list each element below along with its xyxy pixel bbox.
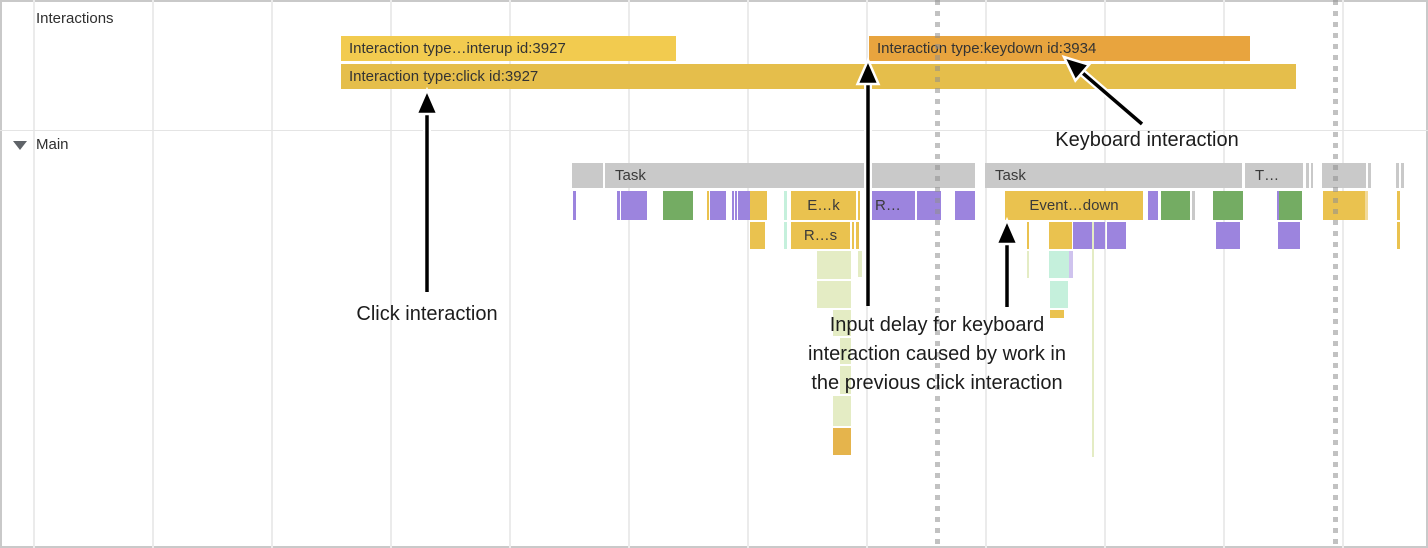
flame-segment[interactable] [1092,222,1094,457]
flame-segment[interactable] [1401,163,1404,188]
interaction-bar[interactable]: Interaction type…interup id:3927 [341,36,676,61]
flame-segment[interactable] [1306,163,1309,188]
flame-segment[interactable] [1073,222,1105,249]
dotted-guide-line [935,0,940,548]
flame-segment[interactable] [621,191,647,220]
flame-segment-label: T… [1255,167,1280,184]
flame-segment[interactable] [817,281,851,308]
flame-segment[interactable] [1192,191,1195,220]
input-delay-annotation: Input delay for keyboard interaction cau… [808,314,1066,394]
flame-segment[interactable] [1161,191,1190,220]
flame-segment[interactable] [833,396,851,426]
flame-segment[interactable] [710,191,726,220]
flame-segment[interactable] [784,222,787,249]
flame-segment[interactable] [1322,163,1366,188]
flame-segment-label: Event…down [1029,197,1119,214]
flame-segment-label: R…s [803,227,838,244]
flame-segment[interactable] [750,222,765,249]
flame-segment[interactable] [858,191,860,220]
flame-segment[interactable] [1069,251,1073,278]
flame-segment[interactable] [784,191,787,220]
flame-segment[interactable] [1365,191,1368,220]
click-interaction-annotation: Click interaction [356,303,498,325]
flame-segment[interactable] [750,191,767,220]
grid-line [1104,0,1106,548]
flame-segment[interactable] [732,191,734,220]
flame-segment[interactable] [1148,191,1158,220]
flame-segment[interactable] [1397,191,1400,220]
flame-segment[interactable] [1050,310,1064,318]
flame-segment[interactable]: Task [605,163,975,188]
flame-segment[interactable] [858,251,862,277]
flame-segment[interactable]: Event…down [1005,191,1143,220]
flame-segment[interactable]: T… [1245,163,1303,188]
arrow [994,216,1020,307]
collapse-triangle-icon[interactable] [13,141,27,150]
flame-segment[interactable] [1049,251,1069,278]
flame-segment[interactable] [817,251,851,279]
grid-line [509,0,511,548]
flame-segment[interactable] [840,338,851,364]
flame-segment[interactable] [1323,191,1365,220]
flame-segment[interactable] [573,191,576,220]
flame-segment[interactable] [1311,163,1313,188]
flame-segment[interactable] [572,163,603,188]
flame-segment[interactable]: R…s [791,222,850,249]
flame-segment[interactable] [1396,163,1399,188]
flame-segment[interactable]: E…k [791,191,856,220]
flame-segment[interactable]: Task [985,163,1242,188]
flame-segment[interactable] [1368,163,1371,188]
flame-segment[interactable] [738,191,750,220]
interaction-bar[interactable]: Interaction type:keydown id:3934 [869,36,1250,61]
dotted-guide-line [1333,0,1338,548]
flame-segment[interactable] [1216,222,1240,249]
grid-line [152,0,154,548]
flame-segment-label: Task [615,167,646,184]
main-track-label[interactable]: Main [36,136,69,153]
grid-line [1223,0,1225,548]
flame-segment[interactable] [840,366,851,394]
flame-segment[interactable] [1027,222,1029,249]
flame-segment[interactable] [833,310,851,336]
flame-segment-label: R… [875,197,901,214]
grid-line [390,0,392,548]
arrow [414,86,440,292]
flame-segment[interactable]: R… [865,191,915,220]
flame-segment[interactable] [735,191,737,220]
keyboard-interaction-annotation: Keyboard interaction [1055,129,1239,151]
flame-segment[interactable] [955,191,975,220]
flame-segment[interactable] [1213,191,1243,220]
flame-segment[interactable] [1050,281,1068,308]
flame-segment[interactable] [1027,251,1029,278]
flame-segment[interactable] [1278,222,1300,249]
grid-line [271,0,273,548]
flame-segment-label: E…k [807,197,840,214]
flame-segment[interactable] [1279,191,1302,220]
interactions-track-label: Interactions [36,10,114,27]
flame-segment[interactable] [1049,222,1072,249]
grid-line [985,0,987,548]
interaction-bar[interactable]: Interaction type:click id:3927 [341,64,1296,89]
flame-segment[interactable] [852,222,854,249]
flame-segment[interactable] [707,191,709,220]
flame-segment[interactable] [1277,191,1279,220]
grid-line [1342,0,1344,548]
flame-segment[interactable] [663,191,693,220]
grid-line [747,0,749,548]
flame-segment[interactable] [833,428,851,455]
track-divider [0,130,1428,131]
flame-segment[interactable] [856,222,859,249]
flame-segment-label: Task [995,167,1026,184]
flame-segment[interactable] [1397,222,1400,249]
grid-line [628,0,630,548]
grid-line [33,0,35,548]
flame-segment[interactable] [617,191,620,220]
flame-segment[interactable] [1107,222,1126,249]
